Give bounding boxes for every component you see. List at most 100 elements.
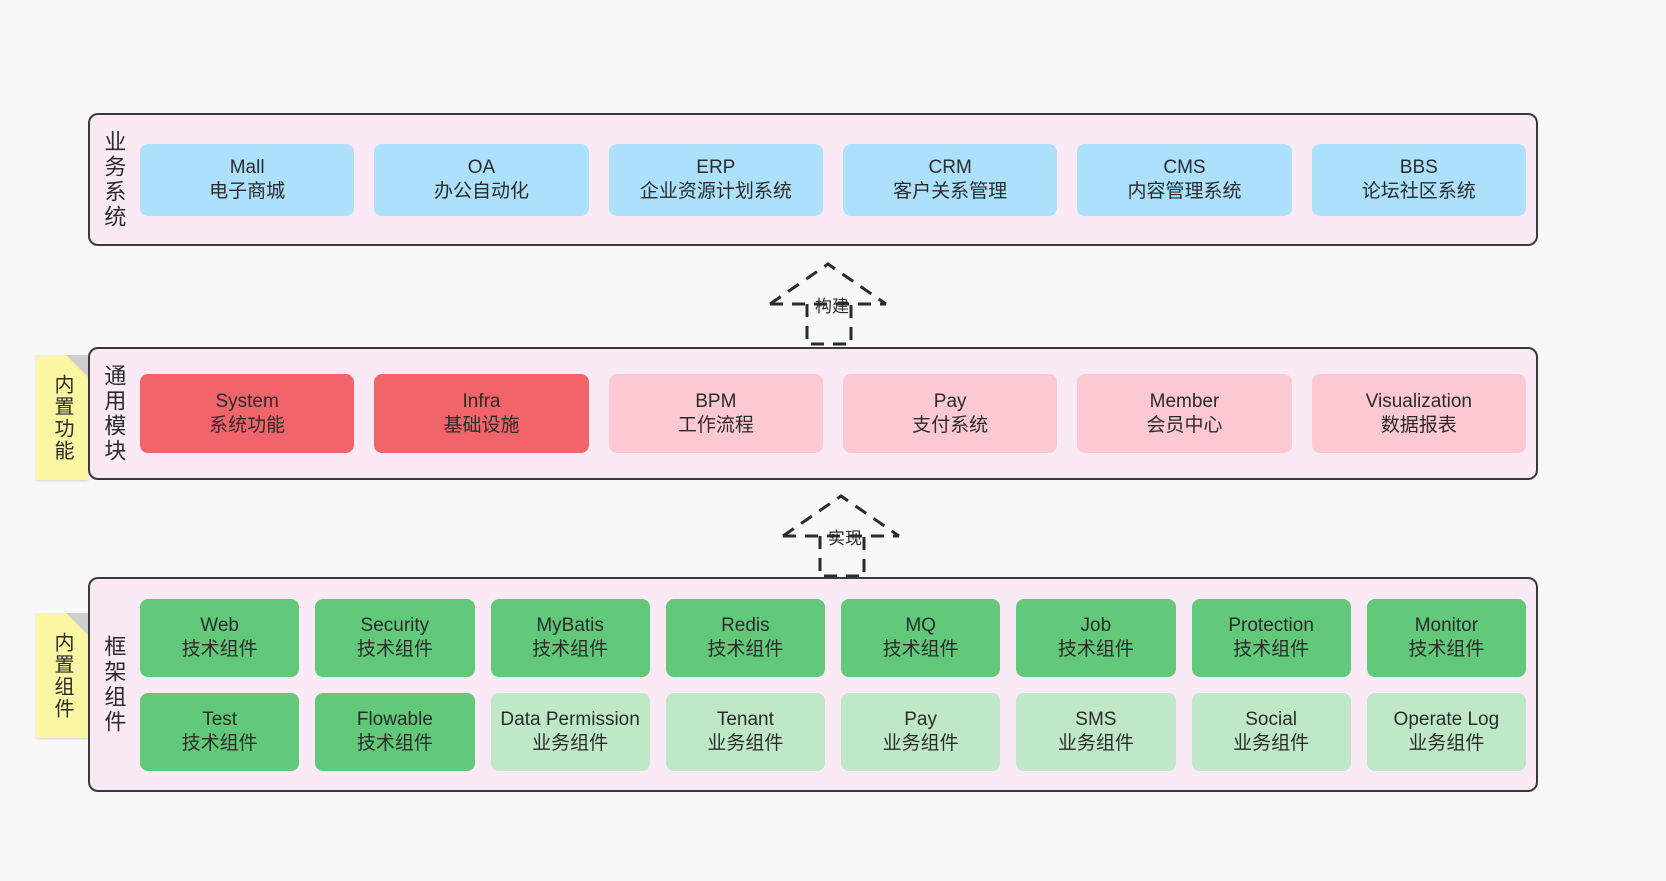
card-title: Redis bbox=[721, 615, 770, 637]
card-test[interactable]: Test 技术组件 bbox=[140, 692, 300, 771]
card-subtitle: 业务组件 bbox=[1233, 732, 1310, 754]
layer-title-business-systems: 业务系统 bbox=[90, 115, 136, 244]
card-oa[interactable]: OA 办公自动化 bbox=[374, 143, 589, 216]
card-erp[interactable]: ERP 企业资源计划系统 bbox=[608, 143, 823, 216]
card-security[interactable]: Security 技术组件 bbox=[315, 598, 475, 677]
layer-title-text: 框架组件 bbox=[101, 634, 127, 735]
card-title: OA bbox=[467, 157, 496, 179]
sticky-note-builtin-components: 内置组件 bbox=[36, 613, 88, 738]
arrow-label-build: 构建 bbox=[815, 297, 849, 316]
card-subtitle: 业务组件 bbox=[707, 732, 784, 754]
card-title: BBS bbox=[1399, 157, 1438, 179]
layer-common-modules: 通用模块 System 系统功能 Infra 基础设施 BPM 工作流程 Pay bbox=[88, 347, 1538, 480]
card-pay-component[interactable]: Pay 业务组件 bbox=[841, 692, 1001, 771]
card-cms[interactable]: CMS 内容管理系统 bbox=[1077, 143, 1292, 216]
card-protection[interactable]: Protection 技术组件 bbox=[1191, 598, 1351, 677]
layer-title-common-modules: 通用模块 bbox=[90, 349, 136, 478]
card-title: ERP bbox=[696, 157, 736, 179]
card-subtitle: 论坛社区系统 bbox=[1361, 180, 1476, 202]
card-title: Social bbox=[1245, 709, 1297, 731]
card-title: Operate Log bbox=[1393, 709, 1500, 731]
card-sms[interactable]: SMS 业务组件 bbox=[1016, 692, 1176, 771]
sticky-fold-corner bbox=[66, 613, 88, 635]
card-member[interactable]: Member 会员中心 bbox=[1077, 374, 1292, 453]
card-mq[interactable]: MQ 技术组件 bbox=[841, 598, 1001, 677]
card-pay-module[interactable]: Pay 支付系统 bbox=[842, 374, 1058, 453]
arrow-head-triangle-implement bbox=[782, 494, 900, 538]
card-job[interactable]: Job 技术组件 bbox=[1016, 598, 1176, 677]
card-redis[interactable]: Redis 技术组件 bbox=[665, 598, 825, 677]
card-infra[interactable]: Infra 基础设施 bbox=[374, 374, 589, 453]
card-title: Data Permission bbox=[500, 709, 640, 731]
card-subtitle: 技术组件 bbox=[181, 638, 258, 660]
card-subtitle: 技术组件 bbox=[356, 638, 433, 660]
card-row: Web 技术组件 Security 技术组件 MyBatis 技术组件 Redi… bbox=[140, 598, 1526, 677]
card-bbs[interactable]: BBS 论坛社区系统 bbox=[1311, 143, 1526, 216]
sticky-note-text: 内置组件 bbox=[51, 631, 73, 720]
card-title: Protection bbox=[1228, 615, 1314, 637]
card-visualization[interactable]: Visualization 数据报表 bbox=[1311, 374, 1526, 453]
card-title: Pay bbox=[933, 391, 967, 413]
card-title: Job bbox=[1080, 615, 1112, 637]
sticky-fold-corner bbox=[66, 355, 88, 377]
card-mall[interactable]: Mall 电子商城 bbox=[140, 143, 355, 216]
card-title: Mall bbox=[229, 157, 265, 179]
layer-framework-components: 框架组件 Web 技术组件 Security 技术组件 MyBatis 技术组件… bbox=[88, 577, 1538, 792]
card-title: System bbox=[215, 391, 279, 413]
layer-body-business-systems: Mall 电子商城 OA 办公自动化 ERP 企业资源计划系统 CRM 客户关系… bbox=[136, 115, 1536, 244]
layer-title-text: 业务系统 bbox=[101, 129, 127, 230]
card-flowable[interactable]: Flowable 技术组件 bbox=[315, 692, 475, 771]
sticky-note-text: 内置功能 bbox=[51, 373, 73, 462]
card-subtitle: 技术组件 bbox=[707, 638, 784, 660]
card-bpm[interactable]: BPM 工作流程 bbox=[608, 374, 823, 453]
card-row: System 系统功能 Infra 基础设施 BPM 工作流程 Pay 支付系统… bbox=[140, 374, 1526, 453]
card-subtitle: 业务组件 bbox=[532, 732, 609, 754]
card-subtitle: 系统功能 bbox=[209, 414, 286, 436]
card-subtitle: 工作流程 bbox=[677, 414, 754, 436]
card-title: CMS bbox=[1163, 157, 1206, 179]
card-subtitle: 技术组件 bbox=[532, 638, 609, 660]
card-subtitle: 基础设施 bbox=[443, 414, 520, 436]
card-subtitle: 技术组件 bbox=[882, 638, 959, 660]
card-operate-log[interactable]: Operate Log 业务组件 bbox=[1366, 692, 1526, 771]
card-system[interactable]: System 系统功能 bbox=[140, 374, 355, 453]
card-subtitle: 企业资源计划系统 bbox=[639, 180, 792, 202]
arrow-label-implement: 实现 bbox=[828, 529, 862, 548]
card-data-permission[interactable]: Data Permission 业务组件 bbox=[490, 692, 650, 771]
arrow-head-triangle-build bbox=[769, 262, 887, 306]
card-social[interactable]: Social 业务组件 bbox=[1191, 692, 1351, 771]
card-title: MQ bbox=[905, 615, 936, 637]
card-title: Web bbox=[200, 615, 239, 637]
card-subtitle: 数据报表 bbox=[1380, 414, 1457, 436]
card-title: Flowable bbox=[356, 709, 433, 731]
card-title: BPM bbox=[695, 391, 737, 413]
card-row: Mall 电子商城 OA 办公自动化 ERP 企业资源计划系统 CRM 客户关系… bbox=[140, 143, 1526, 216]
card-web[interactable]: Web 技术组件 bbox=[140, 598, 300, 677]
layer-business-systems: 业务系统 Mall 电子商城 OA 办公自动化 ERP 企业资源计划系统 CRM bbox=[88, 113, 1538, 246]
card-subtitle: 客户关系管理 bbox=[893, 180, 1008, 202]
card-title: Monitor bbox=[1414, 615, 1479, 637]
card-title: Pay bbox=[904, 709, 937, 731]
card-subtitle: 会员中心 bbox=[1146, 414, 1223, 436]
card-subtitle: 业务组件 bbox=[1408, 732, 1485, 754]
card-title: Tenant bbox=[716, 709, 774, 731]
card-crm[interactable]: CRM 客户关系管理 bbox=[842, 143, 1058, 216]
card-subtitle: 技术组件 bbox=[356, 732, 433, 754]
arrow-build: 构建 bbox=[755, 256, 925, 346]
card-monitor[interactable]: Monitor 技术组件 bbox=[1366, 598, 1526, 677]
layer-title-framework-components: 框架组件 bbox=[90, 579, 136, 790]
layer-title-text: 通用模块 bbox=[101, 363, 127, 464]
card-subtitle: 业务组件 bbox=[882, 732, 959, 754]
card-tenant[interactable]: Tenant 业务组件 bbox=[665, 692, 825, 771]
card-subtitle: 办公自动化 bbox=[433, 180, 529, 202]
card-subtitle: 技术组件 bbox=[1408, 638, 1485, 660]
card-title: SMS bbox=[1075, 709, 1117, 731]
card-mybatis[interactable]: MyBatis 技术组件 bbox=[490, 598, 650, 677]
card-title: MyBatis bbox=[536, 615, 604, 637]
card-title: Infra bbox=[462, 391, 501, 413]
layer-body-framework-components: Web 技术组件 Security 技术组件 MyBatis 技术组件 Redi… bbox=[136, 579, 1536, 790]
card-subtitle: 电子商城 bbox=[209, 180, 286, 202]
card-title: Member bbox=[1149, 391, 1220, 413]
card-title: CRM bbox=[928, 157, 972, 179]
